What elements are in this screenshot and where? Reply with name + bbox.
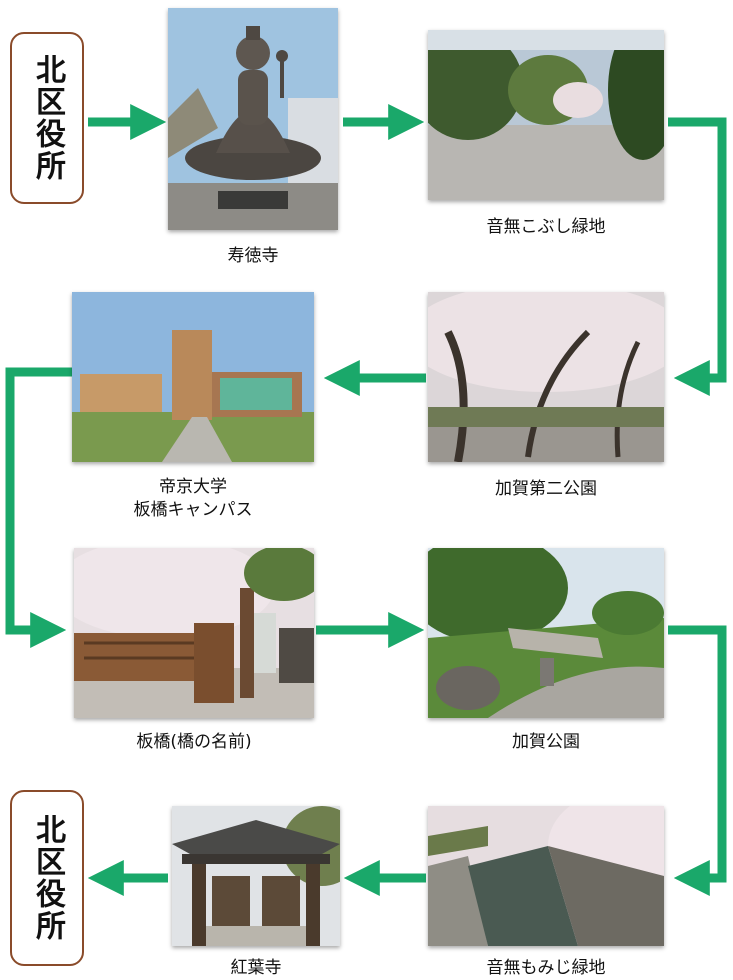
river-canal-photo	[428, 806, 664, 946]
caption-teikyo-line2: 板橋キャンパス	[133, 500, 253, 520]
start-kita-ward-office: 北区役所	[10, 32, 84, 204]
university-campus-photo	[72, 292, 314, 462]
arrow-kaga-park-to-otonashi-momiji	[668, 625, 727, 896]
park-cherry-photo	[428, 30, 664, 200]
hill-park-photo	[428, 548, 664, 718]
end-kita-ward-office: 北区役所	[10, 790, 84, 966]
buddha-statue-photo	[168, 8, 338, 230]
caption-kaga-park: 加賀公園	[512, 732, 580, 752]
arrow-otonashi-kobushi-to-kaga-daini	[668, 117, 727, 396]
wooden-bridge-photo	[74, 548, 314, 718]
caption-teikyo-line1: 帝京大学	[159, 477, 227, 497]
caption-otonashi-momiji: 音無もみじ緑地	[486, 958, 606, 978]
cherry-trees-park-photo	[428, 292, 664, 462]
temple-gate-photo	[172, 806, 340, 946]
caption-jutokuji: 寿徳寺	[227, 246, 279, 266]
caption-otonashi-kobushi: 音無こぶし緑地	[486, 217, 606, 237]
caption-itabashi: 板橋(橋の名前)	[136, 732, 252, 752]
arrow-teikyo-to-itabashi	[5, 367, 72, 648]
caption-kaga-daini: 加賀第二公園	[495, 479, 597, 499]
caption-momijidera: 紅葉寺	[230, 958, 282, 978]
